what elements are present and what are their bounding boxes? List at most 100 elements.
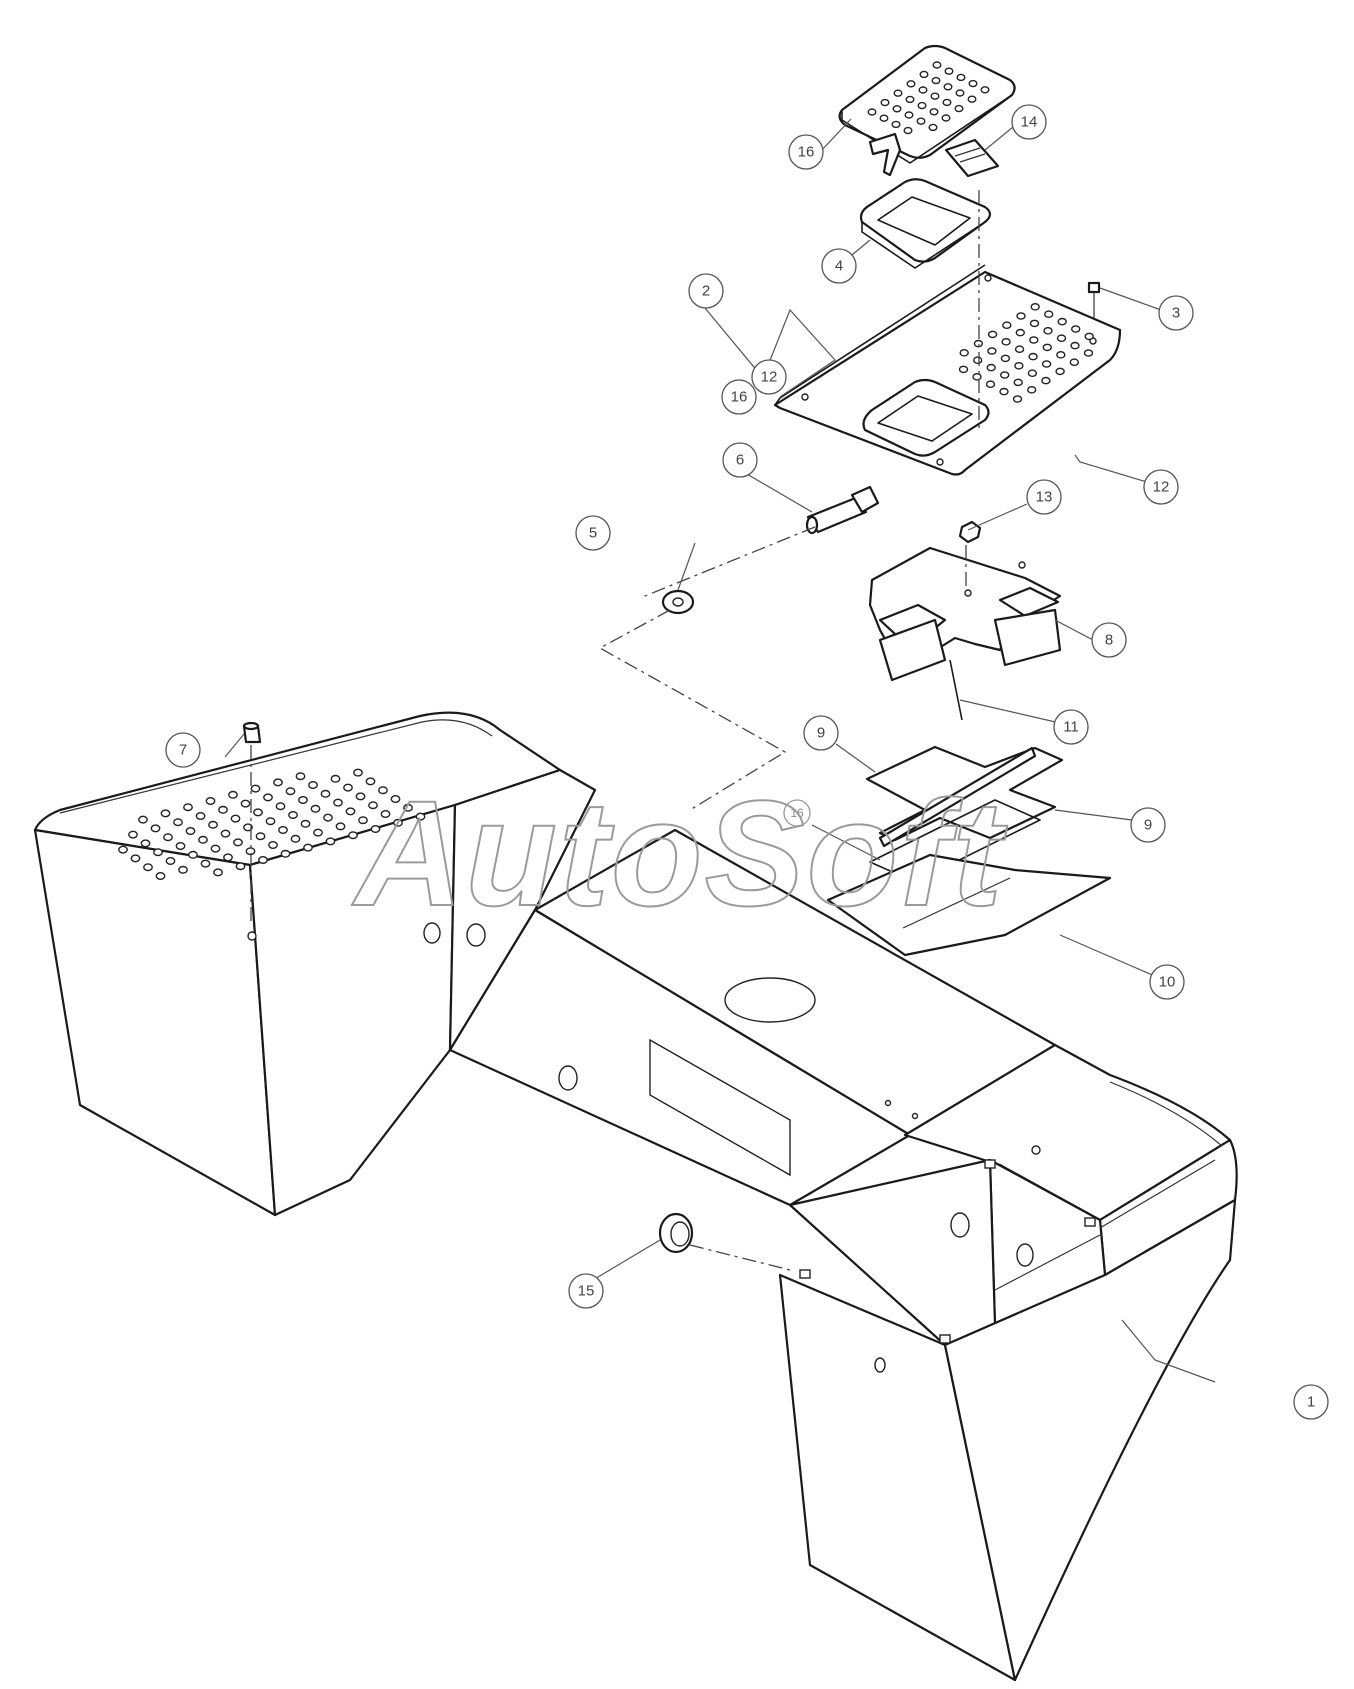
perforation-hole [956,73,966,82]
perforation-hole [278,826,288,835]
perforation-hole [138,815,148,824]
perforation-hole [904,111,914,119]
callout-6: 6 [722,442,758,478]
perforation-hole [348,831,358,840]
perforation-hole [368,801,378,810]
perforation-hole [930,92,940,100]
perforation-hole [917,101,927,110]
callout-4-label: 4 [835,258,843,275]
perforation-hole [290,834,301,843]
plug-part-7 [242,721,262,744]
perforation-hole [906,80,916,88]
perforation-hole [892,105,902,113]
perforation-hole [165,857,176,866]
perforation-hole [313,828,323,837]
perforation-hole [1041,360,1052,368]
perforation-hole [160,809,171,818]
assembly-center-lines [250,190,980,1271]
perforation-hole [1057,317,1067,326]
callout-1: 1 [1293,1384,1329,1420]
perforation-hole [358,816,368,825]
perforation-hole [183,803,193,812]
callout-9b-label: 9 [1144,817,1152,834]
pedal-part [838,44,1016,177]
perforation-hole [230,814,241,823]
perforation-hole [1083,349,1094,357]
perforation-hole [255,832,266,841]
perforation-hole [1069,358,1080,367]
callout-9a: 9 [803,715,839,751]
perforation-hole [967,95,977,103]
perforation-pattern-left-deck [118,768,426,881]
perforation-hole [163,833,173,842]
perforation-hole [1000,354,1011,363]
perforation-hole [999,387,1009,396]
perforation-hole [1042,343,1053,352]
perforation-hole [1043,310,1054,319]
perforation-hole [173,818,183,827]
perforation-hole [1041,376,1051,385]
perforation-hole [973,356,983,365]
perforation-hole [223,853,233,862]
callout-16c-label: 16 [790,806,804,820]
perforation-hole [323,813,333,822]
perforation-hole [1056,334,1067,343]
perforation-hole [1070,325,1081,333]
perforation-hole [879,114,889,122]
sheet-part-10 [826,853,1112,957]
perforation-hole [343,783,353,792]
callout-12a-label: 12 [761,369,778,386]
perforation-hole [288,811,298,820]
perforation-hole [1001,337,1011,346]
perforation-hole [268,841,278,850]
callout-6-label: 6 [736,452,744,469]
perforation-hole [1013,378,1023,387]
perforation-pattern-pedal [867,61,990,135]
perforation-hole [155,872,166,881]
perforation-hole [905,95,915,104]
perforation-hole [118,845,128,854]
callout-16c: 16 [783,799,811,827]
perforation-hole [353,768,363,777]
callout-7-label: 7 [179,742,187,759]
perforation-hole [263,793,273,802]
perforation-hole [932,61,942,69]
callout-12b: 12 [1143,469,1179,505]
callout-9a-label: 9 [817,725,825,742]
perforation-hole [253,808,263,817]
perforation-hole [1014,361,1024,370]
perforation-hole [378,786,388,795]
perforation-hole [1070,341,1080,350]
perforation-hole [968,79,978,88]
perforation-hole [128,830,138,839]
perforation-hole [1015,328,1025,337]
callout-4: 4 [821,248,857,284]
perforation-hole [370,825,381,834]
perforation-hole [320,789,331,798]
perforation-hole [175,842,186,851]
callout-11-label: 11 [1063,719,1079,736]
perforation-hole [986,363,996,372]
perforation-hole [1030,302,1040,311]
callout-2-label: 2 [702,283,710,300]
cover-plate-part [773,264,1122,476]
perforation-hole [285,787,296,796]
perforation-hole [240,799,251,808]
nut-part-13 [958,520,982,544]
perforation-hole [243,823,253,832]
perforation-hole [1012,395,1023,403]
perforation-hole [880,98,890,107]
callout-16b-label: 16 [731,389,748,406]
perforation-hole [213,868,223,877]
perforation-hole [1043,326,1053,335]
perforation-hole [310,804,321,813]
perforation-hole [955,89,965,97]
perforation-hole [210,844,221,853]
callout-7: 7 [165,732,201,768]
perforation-hole [942,98,952,107]
callout-5: 5 [575,515,611,551]
hinge-part [944,138,1000,178]
callout-10: 10 [1149,964,1185,1000]
perforation-hole [1029,319,1040,328]
